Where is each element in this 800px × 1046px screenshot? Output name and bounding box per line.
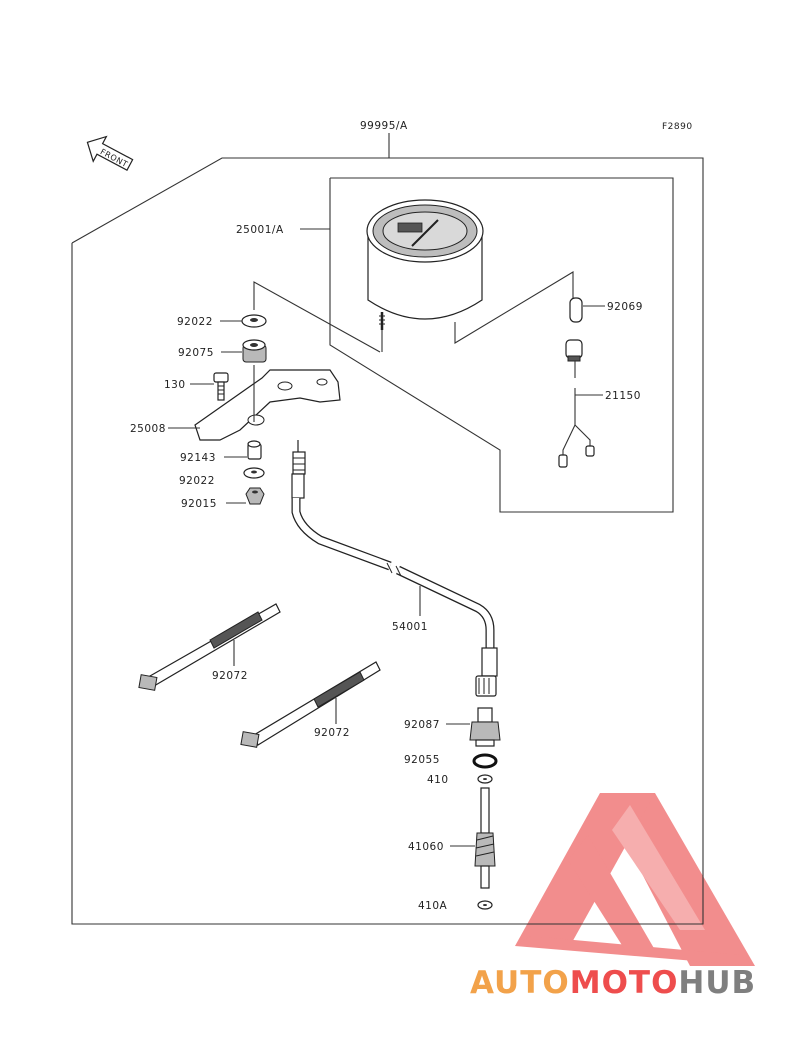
- bushing: [469, 707, 501, 747]
- washer-top: [241, 314, 267, 328]
- label-92022-top: 92022: [177, 316, 213, 328]
- nut: [245, 487, 265, 505]
- label-99995a: 99995/A: [360, 120, 408, 132]
- o-ring: [472, 753, 498, 769]
- band-lower: [240, 661, 381, 748]
- label-410: 410: [427, 774, 449, 786]
- label-92075: 92075: [178, 347, 214, 359]
- label-92022-bottom: 92022: [179, 475, 215, 487]
- washer-410a: [477, 900, 493, 910]
- watermark-logo: [515, 793, 755, 966]
- watermark-moto: MOTO: [570, 965, 679, 1001]
- label-54001: 54001: [392, 621, 428, 633]
- label-92069: 92069: [607, 301, 643, 313]
- label-92015: 92015: [181, 498, 217, 510]
- label-410a: 410A: [418, 900, 448, 912]
- bracket: [194, 365, 341, 441]
- grommet: [242, 339, 267, 363]
- lamp-socket: [558, 339, 595, 468]
- watermark-auto: AUTO: [470, 965, 570, 1001]
- speedometer-meter: [366, 199, 484, 330]
- label-25001a: 25001/A: [236, 224, 284, 236]
- label-41060: 41060: [408, 841, 444, 853]
- label-92087: 92087: [404, 719, 440, 731]
- speedometer-cable: [291, 440, 498, 697]
- washer-410: [477, 774, 493, 784]
- label-21150: 21150: [605, 390, 641, 402]
- outer-frame: [71, 157, 704, 925]
- bolt: [213, 372, 229, 401]
- figure-code: F2890: [662, 122, 693, 132]
- label-92143: 92143: [180, 452, 216, 464]
- washer-bottom: [243, 467, 265, 479]
- label-92072-lower: 92072: [314, 727, 350, 739]
- label-92072-upper: 92072: [212, 670, 248, 682]
- label-92055: 92055: [404, 754, 440, 766]
- bulb: [569, 297, 583, 323]
- gear: [474, 787, 496, 889]
- band-upper: [138, 603, 281, 691]
- watermark-hub: HUB: [678, 965, 756, 1001]
- meter-frame: [329, 177, 674, 513]
- front-arrow-icon: FRONT: [86, 135, 134, 172]
- watermark-text: AUTOMOTOHUB: [470, 965, 756, 1001]
- label-25008: 25008: [130, 423, 166, 435]
- label-130: 130: [164, 379, 186, 391]
- collar: [247, 440, 262, 460]
